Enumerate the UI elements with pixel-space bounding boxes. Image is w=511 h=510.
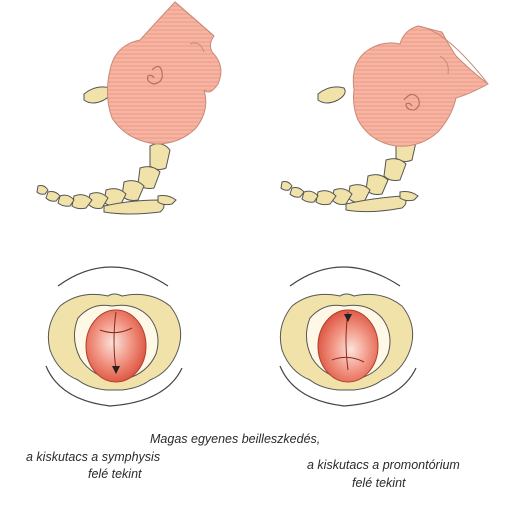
caption-right-line1: a kiskutacs a promontórium [307,458,460,472]
caption-left-line1: a kiskutacs a symphysis [26,450,161,464]
pelvis-outline-arc [57,266,169,287]
fetal-ear [403,93,420,111]
fetal-head [352,25,489,147]
small-fontanelle [112,366,120,374]
fetal-face-line [174,1,215,53]
fetal-skull [317,309,379,383]
pelvic-inlet-left [45,266,183,407]
small-fontanelle [344,314,352,322]
caption-left-line2: felé tekint [88,467,142,481]
fetal-head [106,1,222,145]
fetal-ear [147,65,163,85]
symphysis-bone [317,86,346,104]
fetal-face-line [417,25,489,85]
sagittal-view-right [280,25,489,213]
caption-right-line2: felé tekint [352,476,406,490]
caption-title: Magas egyenes beilleszkedés, [150,432,321,446]
sagittal-suture [99,311,133,371]
pelvis-outline-lower [45,365,183,407]
sacrum-spine [280,135,419,213]
pelvic-inlet-right [279,266,417,407]
pelvis-outline-lower [279,365,417,407]
sacrum-spine [36,143,177,215]
pelvis-outline-arc [289,266,401,287]
sagittal-view-left [36,1,222,215]
